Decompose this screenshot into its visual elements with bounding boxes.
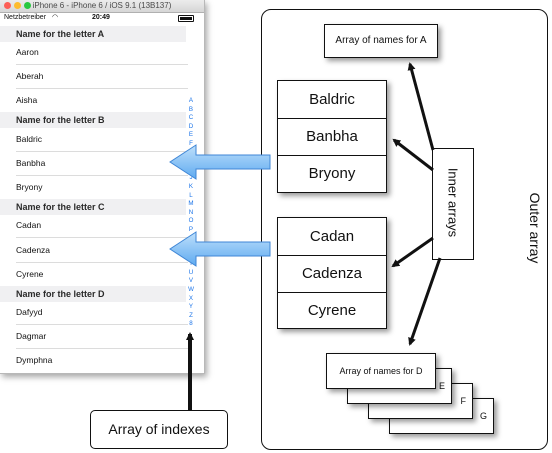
row-separator xyxy=(16,348,188,349)
array-c-item: Cyrene xyxy=(307,302,357,319)
array-e-label: E xyxy=(438,381,445,391)
index-letter[interactable]: E xyxy=(188,131,194,139)
section-header-a: Name for the letter A xyxy=(0,26,186,42)
table-row[interactable]: Banbha xyxy=(16,158,46,168)
carrier-label: Netzbetreiber xyxy=(4,14,47,21)
index-letter[interactable]: L xyxy=(189,191,193,199)
row-separator xyxy=(16,237,188,238)
table-row[interactable]: Aberah xyxy=(16,71,44,81)
close-window-button[interactable] xyxy=(4,2,11,9)
array-of-indexes-box: Array of indexes xyxy=(90,410,228,449)
blue-arrow-b xyxy=(169,144,271,180)
simulator-window: iPhone 6 - iPhone 6 / iOS 9.1 (13B137) N… xyxy=(0,0,205,374)
index-letter[interactable]: F xyxy=(189,139,193,147)
table-row[interactable]: Aisha xyxy=(16,95,38,105)
array-of-indexes-label: Array of indexes xyxy=(108,421,210,437)
arrow-to-inner-c xyxy=(391,236,434,268)
index-letter[interactable]: Z xyxy=(189,311,193,319)
table-row[interactable]: Cyrene xyxy=(16,269,44,279)
index-letter[interactable]: X xyxy=(188,294,194,302)
zoom-window-button[interactable] xyxy=(24,2,31,9)
index-letter[interactable]: B xyxy=(188,105,194,113)
row-separator xyxy=(16,151,188,152)
inner-arrays-box xyxy=(432,148,474,260)
table-row[interactable]: Bryony xyxy=(16,182,43,192)
inner-array-b: Baldric Banbha Bryony xyxy=(277,80,387,193)
array-c-item: Cadenza xyxy=(278,255,386,293)
wifi-icon: ◠ xyxy=(52,14,59,21)
simulator-title-bar: iPhone 6 - iPhone 6 / iOS 9.1 (13B137) xyxy=(0,0,204,13)
inner-array-c: Cadan Cadenza Cyrene xyxy=(277,217,387,329)
simulator-title: iPhone 6 - iPhone 6 / iOS 9.1 (13B137) xyxy=(32,1,172,10)
index-letter[interactable]: V xyxy=(188,277,194,285)
table-row[interactable]: Dafyyd xyxy=(16,307,43,317)
array-a-box: Array of names for A xyxy=(324,24,438,58)
arrow-to-array-a xyxy=(407,62,435,151)
arrow-to-array-d xyxy=(408,257,442,346)
index-letter[interactable]: U xyxy=(188,268,194,276)
array-d-label: Array of names for D xyxy=(339,366,423,376)
section-header-c: Name for the letter C xyxy=(0,199,186,215)
index-letter[interactable]: O xyxy=(188,217,194,225)
array-d-box: Array of names for D xyxy=(326,353,436,389)
table-row[interactable]: Baldric xyxy=(16,134,42,144)
arrow-to-inner-b xyxy=(392,138,434,172)
array-a-label: Array of names for A xyxy=(335,35,427,46)
clock: 20:49 xyxy=(92,14,110,21)
row-separator xyxy=(16,88,188,89)
table-row[interactable]: Aaron xyxy=(16,47,39,57)
index-letter[interactable]: T xyxy=(189,260,193,268)
array-b-item: Baldric xyxy=(278,81,386,119)
table-row[interactable]: Cadenza xyxy=(16,245,51,255)
table-row[interactable]: Dymphna xyxy=(16,355,53,365)
index-letter[interactable]: K xyxy=(188,182,194,190)
outer-array-frame xyxy=(261,9,548,450)
status-bar: Netzbetreiber ◠ 20:49 xyxy=(0,13,204,24)
table-row[interactable]: Cadan xyxy=(16,220,42,230)
table-row[interactable]: Dagmar xyxy=(16,331,47,341)
index-letter[interactable]: A xyxy=(188,97,194,104)
index-letter[interactable]: D xyxy=(188,122,194,130)
minimize-window-button[interactable] xyxy=(14,2,21,9)
section-header-b: Name for the letter B xyxy=(0,112,186,128)
index-letter[interactable]: Y xyxy=(188,303,194,311)
array-b-item: Bryony xyxy=(308,165,356,182)
row-separator xyxy=(16,324,188,325)
section-header-d: Name for the letter D xyxy=(0,286,186,302)
row-separator xyxy=(16,175,188,176)
index-letter[interactable]: 8 xyxy=(189,320,193,328)
row-separator xyxy=(16,64,188,65)
index-letter[interactable]: J xyxy=(189,174,193,182)
index-letter[interactable]: P xyxy=(188,225,194,233)
array-g-label: G xyxy=(479,411,487,421)
index-letter[interactable]: W xyxy=(188,286,194,294)
battery-icon xyxy=(178,15,194,22)
array-b-item: Banbha xyxy=(278,118,386,156)
index-letter[interactable]: C xyxy=(188,114,194,122)
array-c-item: Cadan xyxy=(278,218,386,256)
array-f-label: F xyxy=(460,396,467,406)
row-separator xyxy=(16,262,188,263)
index-letter[interactable]: M xyxy=(188,200,194,208)
blue-arrow-c xyxy=(169,231,271,267)
index-letter[interactable]: N xyxy=(188,208,194,216)
